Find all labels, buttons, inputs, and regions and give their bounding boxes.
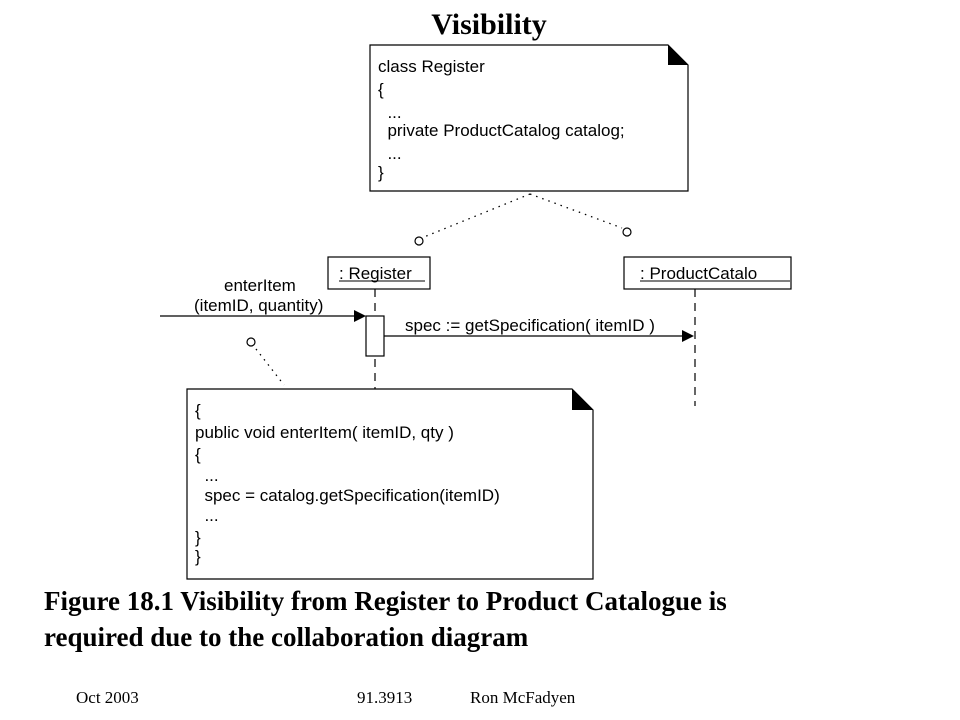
- footer-author: Ron McFadyen: [470, 688, 576, 707]
- class-note-line: ...: [378, 103, 402, 122]
- object-register: : Register: [327, 256, 431, 390]
- object-register-label: : Register: [339, 264, 412, 283]
- method-note-line: spec = catalog.getSpecification(itemID): [195, 486, 500, 505]
- arrowhead-icon: [682, 330, 694, 342]
- class-note-line: ...: [378, 144, 402, 163]
- class-note-line: {: [378, 80, 384, 99]
- footer-date: Oct 2003: [76, 688, 139, 707]
- method-note-line: {: [195, 401, 201, 420]
- message-enteritem-args: (itemID, quantity): [194, 296, 323, 315]
- class-note-line: class Register: [378, 57, 485, 76]
- message-enteritem-name: enterItem: [224, 276, 296, 295]
- note-anchor-catalog: [529, 193, 632, 237]
- class-note-line: }: [378, 163, 384, 182]
- footer-course: 91.3913: [357, 688, 413, 707]
- method-note: { public void enterItem( itemID, qty ) {…: [186, 388, 594, 580]
- anchor-circle-icon: [414, 236, 424, 246]
- object-catalog: : ProductCatalo: [623, 256, 792, 406]
- arrowhead-icon: [354, 310, 366, 322]
- method-note-line: }: [195, 547, 201, 566]
- anchor-circle-icon: [246, 337, 256, 347]
- message-enteritem: enterItem (itemID, quantity): [160, 276, 366, 322]
- note-fold-icon: [668, 45, 688, 65]
- method-note-line: ...: [195, 506, 219, 525]
- class-note-line: private ProductCatalog catalog;: [378, 121, 625, 140]
- message-getspecification: spec := getSpecification( itemID ): [384, 316, 694, 342]
- caption-line: required due to the collaboration diagra…: [44, 622, 529, 652]
- method-note-line: {: [195, 445, 201, 464]
- note-anchor-register: [414, 193, 531, 246]
- note-anchor-method: [246, 337, 285, 386]
- caption-line: Figure 18.1 Visibility from Register to …: [44, 586, 727, 616]
- object-catalog-label: : ProductCatalo: [640, 264, 757, 283]
- method-note-line: }: [195, 528, 201, 547]
- method-note-line: ...: [195, 466, 219, 485]
- note-fold-icon: [572, 389, 593, 410]
- anchor-circle-icon: [622, 227, 632, 237]
- class-note: class Register { ... private ProductCata…: [369, 44, 689, 192]
- figure-caption: Figure 18.1 Visibility from Register to …: [44, 583, 944, 655]
- method-note-line: public void enterItem( itemID, qty ): [195, 423, 454, 442]
- message-getspecification-label: spec := getSpecification( itemID ): [405, 316, 655, 335]
- page-title: Visibility: [431, 8, 547, 41]
- register-activation: [365, 315, 385, 357]
